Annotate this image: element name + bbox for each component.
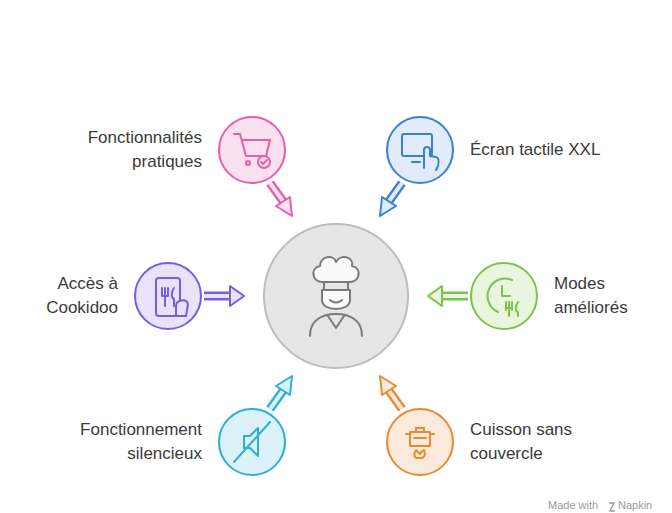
feature-circle: Fonctionnement silencieux — [217, 407, 287, 477]
napkin-logo — [609, 503, 615, 511]
feature-circle: Modes améliorés — [469, 261, 539, 331]
watermark: Napkin — [618, 499, 652, 511]
feature-circle: Accès à Cookidoo — [133, 261, 203, 331]
circle-outline — [133, 261, 203, 331]
feature-label: Fonctionnalités pratiques — [62, 126, 202, 174]
circle-outline — [385, 407, 455, 477]
feature-circle: Cuisson sans couvercle — [385, 407, 455, 477]
feature-label: Accès à Cookidoo — [10, 272, 118, 320]
feature-circle: Fonctionnalités pratiques — [217, 115, 287, 185]
arrow-blue — [380, 183, 402, 216]
feature-label: Cuisson sans couvercle — [470, 418, 590, 466]
circle-outline — [217, 407, 287, 477]
circle-outline — [385, 115, 455, 185]
circle-outline — [469, 261, 539, 331]
arrow-cyan — [270, 376, 292, 409]
arrow-pink — [270, 183, 292, 216]
feature-label: Fonctionnement silencieux — [37, 418, 202, 466]
feature-circle: Écran tactile XXL — [385, 115, 455, 185]
feature-label: Modes améliorés — [554, 272, 654, 320]
arrow-green — [428, 286, 468, 306]
center-circle — [264, 224, 408, 368]
feature-label: Écran tactile XXL — [470, 138, 645, 162]
chef-icon — [310, 257, 362, 336]
arrows — [204, 183, 468, 409]
arrow-purple — [204, 286, 244, 306]
watermark: Made with — [548, 499, 598, 511]
circle-outline — [217, 115, 287, 185]
arrow-orange — [380, 376, 402, 409]
